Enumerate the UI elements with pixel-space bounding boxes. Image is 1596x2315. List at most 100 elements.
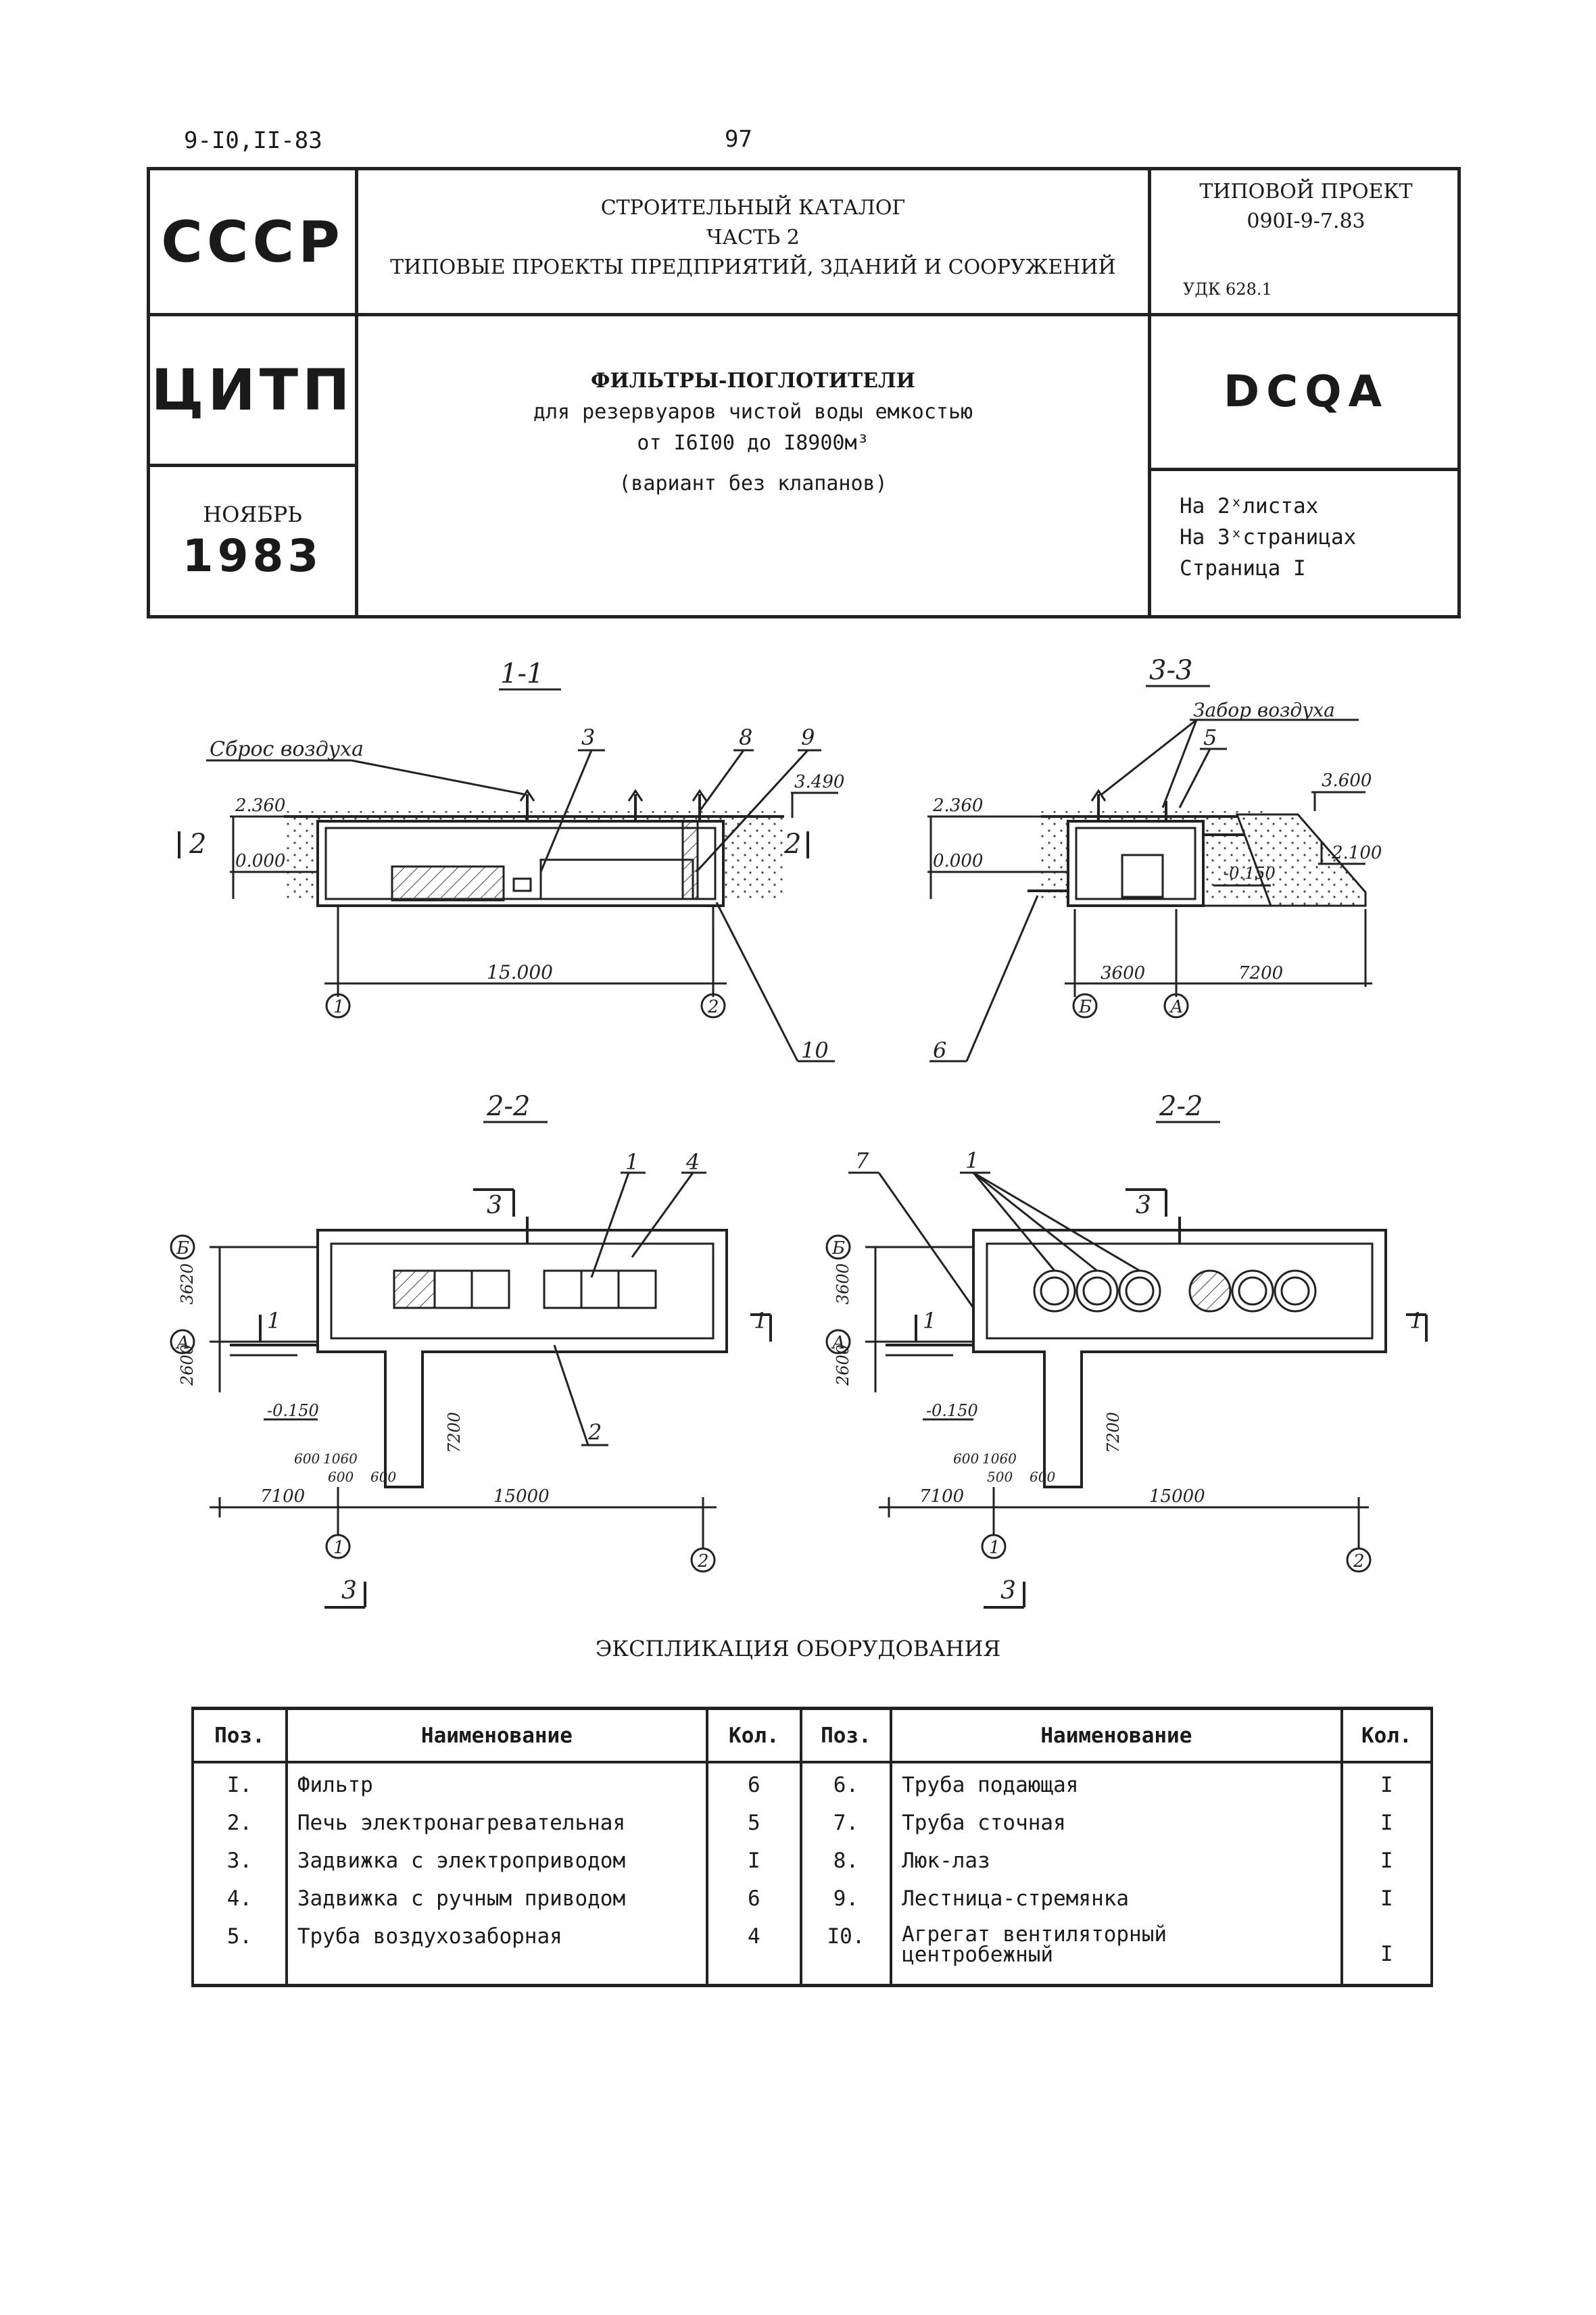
cell-name: Задвижка с электроприводом	[285, 1849, 708, 1886]
col-qty: Кол.	[705, 1707, 802, 1763]
plan-left-callout-4: 4	[685, 1149, 700, 1175]
title-line3: от I6I00 до I8900м³	[637, 431, 869, 455]
section-3-3: 3-3 Забор воздуха 5 2.360 0.000 3.600 2.…	[927, 655, 1382, 1063]
plan-left-dim-s2: 1060	[323, 1451, 358, 1467]
cell-pos: 8.	[799, 1849, 893, 1886]
callout-9: 9	[801, 725, 815, 750]
plan-right-elev: -0.150	[926, 1401, 978, 1420]
col-qty-2: Кол.	[1340, 1707, 1434, 1763]
air-outlet-label: Сброс воздуха	[210, 737, 364, 761]
cell-pos: 9.	[799, 1886, 893, 1924]
plan-right-callout-7: 7	[855, 1148, 869, 1173]
plan-left-cut-top: 3	[487, 1192, 502, 1219]
cell-qty: I	[1340, 1924, 1434, 1987]
plan-right-cut-top: 3	[1136, 1192, 1151, 1219]
sheet-info: На 2ˣлистах На 3ˣстраницах Страница I	[1180, 491, 1356, 584]
cell-qty: I	[1340, 1849, 1434, 1886]
span-1-1: 15.000	[487, 961, 553, 983]
plan-right-axis-2: 2	[1353, 1551, 1365, 1571]
title-line2: для резервуаров чистой воды емкостью	[533, 400, 973, 424]
plan-left-elev: -0.150	[267, 1401, 319, 1420]
plan-right-callout-1: 1	[965, 1148, 979, 1173]
plan-right-dim-s4: 600	[1030, 1469, 1055, 1485]
table-row: 3. Задвижка с электроприводом I 8. Люк-л…	[191, 1849, 1434, 1886]
axis-b-3-3: Б	[1078, 997, 1092, 1017]
plan-left-dim-s4: 600	[370, 1469, 396, 1485]
plan-right-span-left: 7100	[919, 1486, 964, 1507]
elev-zero-3-3: 0.000	[933, 851, 983, 871]
cell-qty: 6	[705, 1886, 802, 1924]
page-count: На 3ˣстраницах	[1180, 525, 1357, 550]
cell-pos: 7.	[799, 1811, 893, 1849]
cell-qty: 4	[705, 1924, 802, 1987]
cell-qty: I	[705, 1849, 802, 1886]
cell-name: Задвижка с ручным приводом	[285, 1886, 708, 1924]
callout-3: 3	[581, 725, 595, 750]
cell-pos: 6.	[799, 1762, 893, 1811]
elev-right-3-3: 3.600	[1322, 771, 1372, 791]
plan-left-cut-left: 1	[267, 1308, 281, 1334]
plan-right-axis-1: 1	[989, 1538, 1000, 1558]
elev-top-3-3: 2.360	[932, 796, 983, 816]
cell-qty: I	[1340, 1762, 1434, 1811]
plan-left-axis-1: 1	[333, 1538, 345, 1558]
plan-right-cut-bottom: 3	[1000, 1577, 1016, 1605]
callout-8: 8	[739, 725, 752, 750]
plan-left-cut-bottom: 3	[341, 1577, 357, 1605]
plan-left-dim-side: 7200	[445, 1412, 464, 1453]
plan-left-dim-height: 3620	[178, 1263, 197, 1305]
title-line4: (вариант без клапанов)	[619, 472, 888, 495]
cell-pos: 2.	[191, 1811, 288, 1849]
plan-left-axis-2: 2	[697, 1551, 709, 1571]
project-label: ТИПОВОЙ ПРОЕКТ	[1199, 180, 1413, 203]
project-title: ФИЛЬТРЫ-ПОГЛОТИТЕЛИ для резервуаров чист…	[358, 351, 1148, 514]
catalog-code: DCQA	[1223, 367, 1389, 417]
span-right-3-3: 7200	[1238, 963, 1283, 983]
cell-name: Лестница-стремянка	[890, 1886, 1343, 1924]
cell-qty: 5	[705, 1811, 802, 1849]
plan-right-dim-height: 3600	[833, 1263, 852, 1305]
elev-top-1-1: 2.360	[235, 796, 285, 816]
plan-right-dim-s2: 1060	[982, 1451, 1017, 1467]
plan-left-callout-1: 1	[625, 1149, 639, 1175]
plan-2-2-left: 2-2 3 1 4 2 3620 2600 Б А 7200 -0.150	[170, 1091, 772, 1609]
plan-left-callout-2: 2	[587, 1419, 602, 1445]
elev-zero-1-1: 0.000	[235, 851, 285, 871]
table-row: I. Фильтр 6 6. Труба подающая I	[191, 1762, 1434, 1811]
section-1-1: 1-1 Сброс воздуха 3 8 9 2.360 0	[178, 658, 844, 1063]
plan-left-span-left: 7100	[260, 1486, 305, 1507]
catalog-line2: ЧАСТЬ 2	[706, 226, 800, 249]
plan-right-title: 2-2	[1159, 1091, 1203, 1122]
cell-name: Фильтр	[285, 1762, 708, 1811]
explication-title: ЭКСПЛИКАЦИЯ ОБОРУДОВАНИЯ	[595, 1636, 1001, 1661]
plan-right-dim-s3: 500	[987, 1469, 1013, 1485]
equipment-table: Поз. Наименование Кол. Поз. Наименование…	[191, 1707, 1434, 1987]
plan-left-cut-right: 1	[754, 1308, 767, 1334]
udk-code: УДК 628.1	[1183, 280, 1272, 299]
date-block: НОЯБРЬ 1983	[150, 467, 355, 616]
plan-left-axis-a: А	[175, 1333, 190, 1353]
elev-low-3-3: -0.150	[1224, 864, 1276, 883]
col-pos-2: Поз.	[799, 1707, 893, 1763]
callout-5: 5	[1203, 725, 1217, 750]
plan-left-dim-s1: 600	[294, 1451, 320, 1467]
catalog-heading: СТРОИТЕЛЬНЫЙ КАТАЛОГ ЧАСТЬ 2 ТИПОВЫЕ ПРО…	[358, 177, 1148, 299]
col-name-2: Наименование	[890, 1707, 1343, 1763]
col-pos: Поз.	[191, 1707, 288, 1763]
project-info: ТИПОВОЙ ПРОЕКТ 090I-9-7.83	[1151, 177, 1461, 237]
section-3-3-title: 3-3	[1149, 655, 1192, 686]
cell-pos: I0.	[799, 1924, 893, 1987]
axis-1-right: 2	[707, 997, 719, 1017]
plan-right-axis-a: А	[831, 1333, 846, 1353]
sheet-count: На 2ˣлистах	[1180, 494, 1319, 518]
col-name: Наименование	[285, 1707, 708, 1763]
cell-name: Труба сточная	[890, 1811, 1343, 1849]
cell-qty: I	[1340, 1811, 1434, 1849]
cell-pos: 3.	[191, 1849, 288, 1886]
plan-2-2-right: 2-2 3 7 1 3600 2600 Б А 7200 -0.15	[825, 1091, 1428, 1609]
title-block	[147, 167, 1461, 618]
table-row: 4. Задвижка с ручным приводом 6 9. Лестн…	[191, 1886, 1434, 1924]
plan-right-cut-left: 1	[923, 1308, 936, 1334]
plan-left-span: 15000	[493, 1486, 550, 1507]
ussr-stamp: СССР	[161, 208, 344, 275]
